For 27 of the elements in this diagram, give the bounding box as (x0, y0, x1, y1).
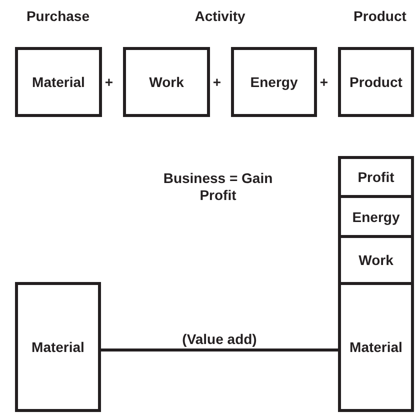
process-box (338, 282, 414, 412)
box-label: Energy (250, 74, 298, 90)
column-heading: Purchase (25, 8, 91, 25)
box-label: Material (32, 74, 85, 90)
process-box (338, 235, 414, 285)
box-label: Product (350, 74, 402, 90)
process-box (338, 195, 414, 238)
plus-sign: + (318, 74, 330, 91)
process-box (338, 47, 414, 117)
connector-line (101, 348, 338, 352)
plus-sign: + (104, 74, 114, 91)
box-label: Energy (352, 208, 400, 224)
box-label: Material (32, 339, 84, 355)
box-label: Work (149, 74, 184, 90)
box-label: Material (350, 339, 402, 355)
column-heading: Activity (194, 8, 246, 25)
process-box (231, 47, 317, 117)
column-heading: Product (352, 8, 408, 25)
plus-sign: + (212, 74, 222, 91)
process-box (123, 47, 210, 117)
process-box (15, 282, 101, 412)
process-box (338, 156, 414, 198)
edge-label: (Value add) (182, 331, 257, 347)
equation-text: Business = Gain Profit (162, 170, 274, 204)
process-box (15, 47, 102, 117)
box-label: Work (358, 252, 394, 268)
box-label: Profit (358, 169, 394, 185)
